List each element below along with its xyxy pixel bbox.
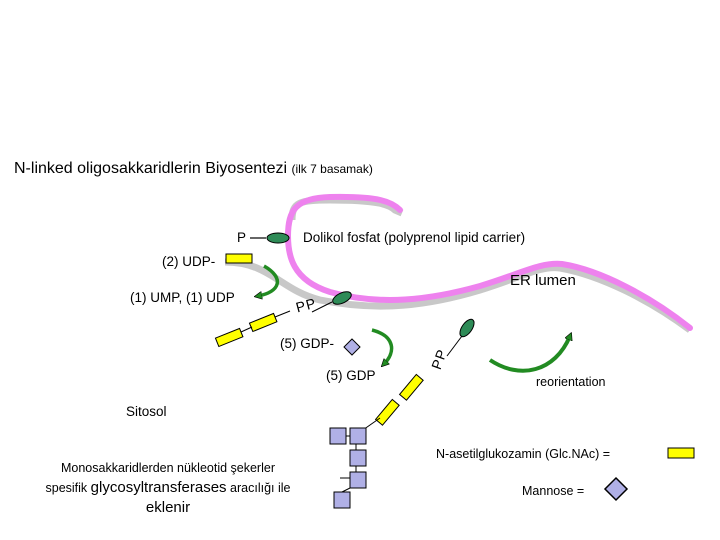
title-main-text: N-linked oligosakkaridlerin Biyosentezi xyxy=(14,160,288,177)
legend-glcnac-swatch xyxy=(667,447,695,459)
glcnac-chain-2 xyxy=(374,373,424,426)
dolichol-oval xyxy=(266,232,290,244)
lipid-oval-3 xyxy=(459,318,475,338)
note-line-2a: spesifik xyxy=(45,481,88,495)
gdp-mannose-diamond xyxy=(343,338,361,356)
er-lumen-label: ER lumen xyxy=(510,272,576,289)
curved-arrow-2 xyxy=(371,328,394,364)
pp2-bond-line xyxy=(446,335,463,357)
membrane-shadow-lower xyxy=(224,258,693,333)
note-line-2c: aracılığı ile xyxy=(230,481,291,495)
note-line-2b: glycosyltransferases xyxy=(90,479,227,496)
page-title: N-linked oligosakkaridlerin Biyosentezi … xyxy=(14,160,373,178)
pp-bond-line xyxy=(311,301,333,313)
er-membrane xyxy=(285,193,403,239)
title-subtitle: (ilk 7 basamak) xyxy=(291,162,373,176)
gdp5-product-label: (5) GDP xyxy=(326,368,376,383)
sitosol-label: Sitosol xyxy=(126,404,167,419)
legend-glcnac-label: N-asetilglukozamin (Glc.NAc) = xyxy=(436,447,611,461)
dolichol-label: Dolikol fosfat (polyprenol lipid carrier… xyxy=(303,230,526,245)
gdp5-reactant-label: (5) GDP- xyxy=(280,336,334,351)
legend-mannose-swatch xyxy=(603,476,629,502)
reorientation-arrow xyxy=(488,336,570,373)
udp2-label: (2) UDP- xyxy=(162,254,216,269)
ump-udp-label: (1) UMP, (1) UDP xyxy=(130,290,235,305)
glycosyltransferase-note: Monosakkaridlerden nükleotid şekerler sp… xyxy=(8,458,328,518)
note-line-1: Monosakkaridlerden nükleotid şekerler xyxy=(60,461,275,475)
reorientation-label: reorientation xyxy=(536,375,606,389)
p-label: P xyxy=(237,230,247,245)
mannose-tree xyxy=(329,427,367,509)
glcnac-chain-1 xyxy=(214,310,291,348)
udp-glcnac-block xyxy=(225,253,253,264)
lipid-oval-2 xyxy=(332,291,352,305)
note-line-3: eklenir xyxy=(145,499,191,516)
er-membrane-lower xyxy=(285,233,693,331)
legend-mannose-label: Mannose = xyxy=(522,484,585,498)
curved-arrow-1 xyxy=(258,264,279,296)
note-line-2: spesifik glycosyltransferases aracılığı … xyxy=(8,478,328,498)
